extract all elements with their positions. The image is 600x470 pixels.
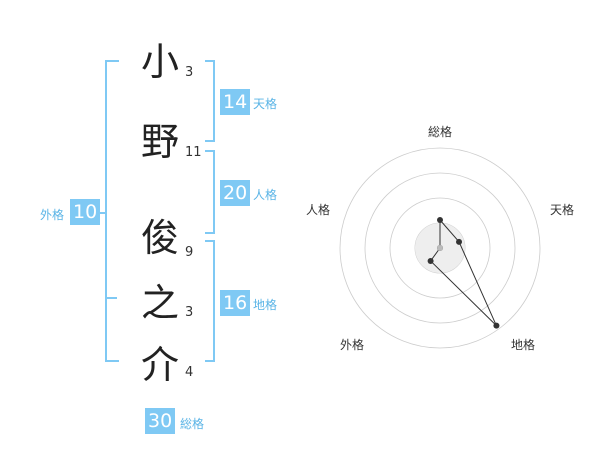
- radar-series-line: [429, 218, 497, 327]
- radar-ring: [364, 172, 516, 324]
- jinkaku-label: 人格: [253, 188, 278, 202]
- stroke-count-5: 4: [185, 365, 194, 380]
- chikaku-bracket: [205, 240, 215, 362]
- gaikaku-bracket-mid-tick: [107, 297, 117, 299]
- tenkaku-label: 天格: [253, 97, 278, 111]
- stroke-count-3: 9: [185, 245, 194, 260]
- gaikaku-label: 外格: [40, 208, 65, 222]
- soukaku-value-badge: 30: [145, 408, 176, 434]
- radar-data-point: [493, 322, 500, 329]
- radar-axis-label-jinkaku: 人格: [306, 203, 331, 217]
- name-char-5: 介: [140, 343, 179, 387]
- chikaku-value-badge: 16: [220, 290, 251, 316]
- radar-center-dot: [437, 245, 443, 251]
- gaikaku-value-badge: 10: [70, 199, 101, 225]
- radar-axis-label-soukaku: 総格: [428, 125, 453, 139]
- stroke-count-2: 11: [185, 145, 202, 160]
- stroke-count-4: 3: [185, 305, 194, 320]
- soukaku-label: 総格: [180, 417, 205, 431]
- jinkaku-value-badge: 20: [220, 180, 251, 206]
- name-char-4: 之: [140, 281, 179, 325]
- chikaku-label: 地格: [253, 298, 278, 312]
- gaikaku-bracket: [105, 60, 119, 362]
- radar-axis-label-tenkaku: 天格: [550, 203, 575, 217]
- name-char-2: 野: [140, 120, 179, 164]
- radar-data-point: [456, 238, 463, 245]
- tenkaku-value-badge: 14: [220, 89, 251, 115]
- name-char-1: 小: [140, 40, 179, 84]
- radar-ring: [389, 197, 491, 299]
- radar-axis-label-chikaku: 地格: [511, 338, 536, 352]
- radar-ring: [339, 147, 541, 349]
- stroke-count-1: 3: [185, 65, 194, 80]
- radar-data-point: [437, 217, 443, 223]
- name-char-3: 俊: [140, 216, 179, 260]
- radar-axis-label-gaikaku: 外格: [340, 338, 365, 352]
- radar-data-point: [427, 257, 434, 264]
- jinkaku-bracket: [205, 150, 215, 234]
- tenkaku-bracket: [205, 60, 215, 142]
